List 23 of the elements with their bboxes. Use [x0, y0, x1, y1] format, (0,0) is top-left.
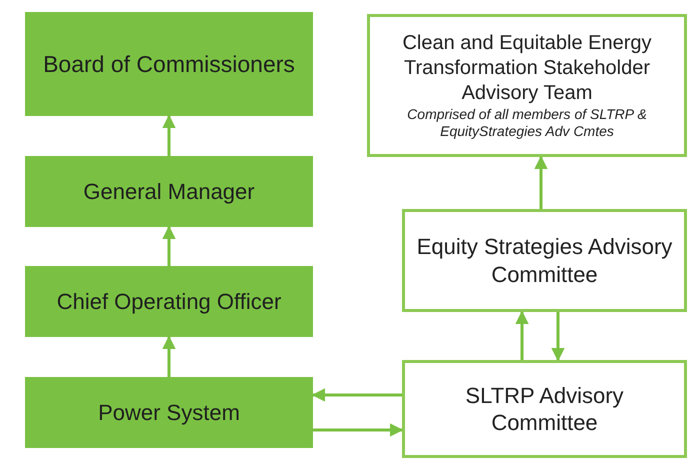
org-box: [25, 156, 313, 227]
arrow: [534, 156, 548, 209]
box-title: General Manager: [83, 178, 255, 206]
org-box: [25, 377, 313, 448]
committee-box: [402, 209, 687, 312]
box-title: Clean and Equitable Energy Transformation Stakeholder Advisory Team: [401, 30, 653, 106]
committee-box: [367, 14, 687, 157]
arrow: [313, 423, 404, 437]
box-title: Power System: [98, 398, 240, 426]
arrow: [551, 312, 565, 362]
org-box: [25, 12, 313, 116]
arrow: [515, 310, 529, 360]
box-note: Comprised of all members of SLTRP & EquityStrategies Adv Cmtes: [406, 106, 648, 140]
arrow: [312, 388, 402, 402]
org-box: [25, 266, 313, 337]
arrow: [162, 336, 176, 377]
box-title: Chief Operating Officer: [56, 288, 282, 316]
box-title: SLTRP Advisory Committee: [464, 382, 625, 436]
arrow: [162, 114, 176, 156]
committee-box: [402, 360, 687, 458]
box-title: Board of Commissioners: [43, 50, 295, 78]
arrow: [162, 226, 176, 266]
box-title: Equity Strategies Advisory Committee: [416, 233, 674, 288]
